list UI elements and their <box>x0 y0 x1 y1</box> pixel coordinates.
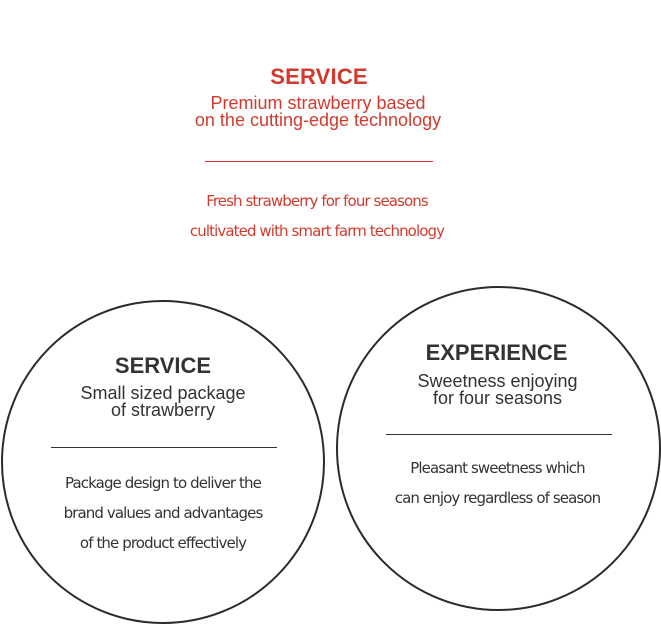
intro-subtitle: Premium strawberry based on the cutting-… <box>0 93 636 130</box>
experience-circle-description-line: Pleasant sweetness which <box>410 459 585 477</box>
service-circle-subtitle: Small sized package of strawberry <box>3 383 323 420</box>
experience-circle-title: EXPERIENCE <box>425 340 568 365</box>
service-circle-title: SERVICE <box>114 353 212 378</box>
experience-circle-subtitle-line: for four seasons <box>432 388 563 408</box>
intro-title: SERVICE <box>270 64 368 89</box>
intro-divider <box>205 161 433 162</box>
experience-circle: EXPERIENCE Sweetness enjoying for four s… <box>336 286 661 611</box>
intro-subtitle-line: Premium strawberry based <box>210 93 426 113</box>
service-circle-description-line: brand values and advantages <box>63 504 264 522</box>
intro-description-line: Fresh strawberry for four seasons <box>206 192 429 210</box>
service-circle-description: Package design to deliver the brand valu… <box>3 468 323 558</box>
service-circle-description-line: Package design to deliver the <box>65 474 262 492</box>
experience-circle-divider <box>386 434 612 435</box>
service-circle-subtitle-line: Small sized package <box>80 383 246 403</box>
experience-circle-subtitle: Sweetness enjoying for four seasons <box>337 371 658 408</box>
service-circle-description-line: of the product effectively <box>79 534 247 552</box>
experience-circle-description-line: can enjoy regardless of season <box>394 489 601 507</box>
experience-circle-description: Pleasant sweetness which can enjoy regar… <box>337 453 658 513</box>
intro-subtitle-line: on the cutting-edge technology <box>194 110 442 130</box>
intro-description: Fresh strawberry for four seasons cultiv… <box>0 186 634 246</box>
service-circle-subtitle-line: of strawberry <box>110 400 216 420</box>
service-circle-divider <box>51 447 277 448</box>
experience-circle-subtitle-line: Sweetness enjoying <box>417 371 578 391</box>
service-circle: SERVICE Small sized package of strawberr… <box>1 300 325 624</box>
intro-description-line: cultivated with smart farm technology <box>189 222 445 240</box>
